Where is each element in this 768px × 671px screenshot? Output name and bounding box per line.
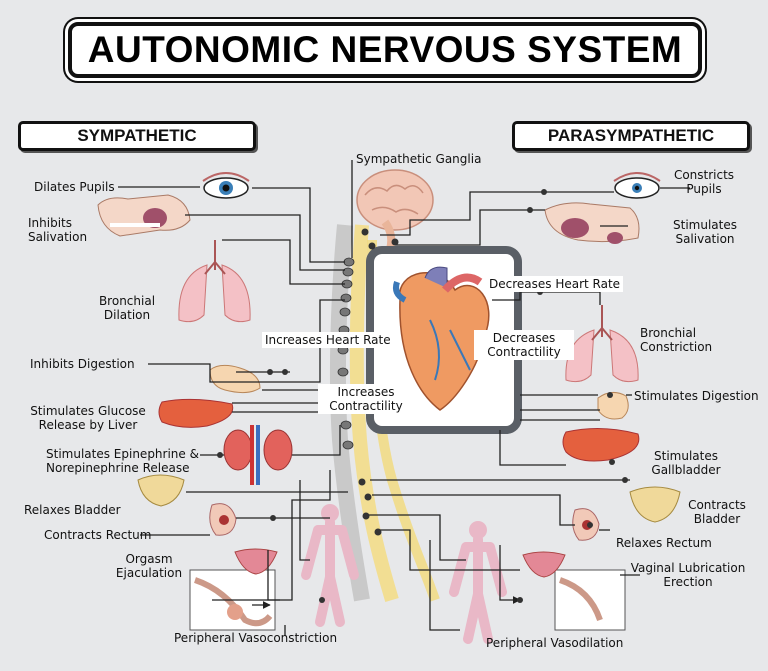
salivary-glands-icon-right [544, 202, 640, 244]
human-body-icon-right [449, 521, 507, 644]
parasympathetic-header: PARASYMPATHETIC [512, 121, 750, 151]
decreases-heart-rate-label: Decreases Heart Rate [486, 276, 624, 292]
increases-heart-rate-label: Increases Heart Rate [262, 332, 394, 348]
peripheral-vasoconstriction-label: Peripheral Vasoconstriction [174, 631, 338, 645]
stomach-icon-right [597, 392, 629, 420]
liver-icon-left [158, 398, 234, 428]
inhibits-digestion-label: Inhibits Digestion [30, 357, 135, 371]
bladder-icon-right [629, 486, 681, 523]
eye-icon-left [202, 172, 250, 199]
heart-illustration [393, 266, 490, 411]
lungs-icon-left [178, 240, 251, 323]
eye-icon-right [613, 172, 661, 199]
liver-icon-right [562, 427, 640, 462]
peripheral-vasodilation-label: Peripheral Vasodilation [486, 636, 624, 650]
uterus-icon-right [522, 551, 566, 578]
relaxes-rectum-label: Relaxes Rectum [616, 536, 712, 550]
page-title: AUTONOMIC NERVOUS SYSTEM [68, 22, 702, 78]
salivary-glands-icon-left [97, 194, 191, 237]
sympathetic-connectors [118, 160, 353, 635]
stomach-icon-left [209, 364, 261, 394]
sympathetic-organs [97, 172, 359, 631]
stimulates-digestion-label: Stimulates Digestion [634, 389, 759, 403]
sympathetic-header: SYMPATHETIC [18, 121, 256, 151]
kidneys-icon-left [223, 425, 293, 485]
lungs-icon-right [565, 305, 639, 383]
contracts-rectum-label: Contracts Rectum [44, 528, 152, 542]
female-reproductive-icon [554, 569, 626, 631]
dilates-pupils-label: Dilates Pupils [34, 180, 115, 194]
relaxes-bladder-label: Relaxes Bladder [24, 503, 121, 517]
parasympathetic-organs [449, 172, 681, 644]
epinephrine-release-label: Stimulates Epinephrine &Norepinephrine R… [46, 447, 199, 475]
bladder-icon-left [137, 474, 185, 507]
parasympathetic-connectors [368, 187, 690, 631]
ganglion-nodes [217, 189, 628, 603]
rectum-icon-left [209, 503, 237, 536]
rectum-icon-right [572, 508, 600, 541]
sympathetic-ganglia-label: Sympathetic Ganglia [356, 152, 482, 166]
